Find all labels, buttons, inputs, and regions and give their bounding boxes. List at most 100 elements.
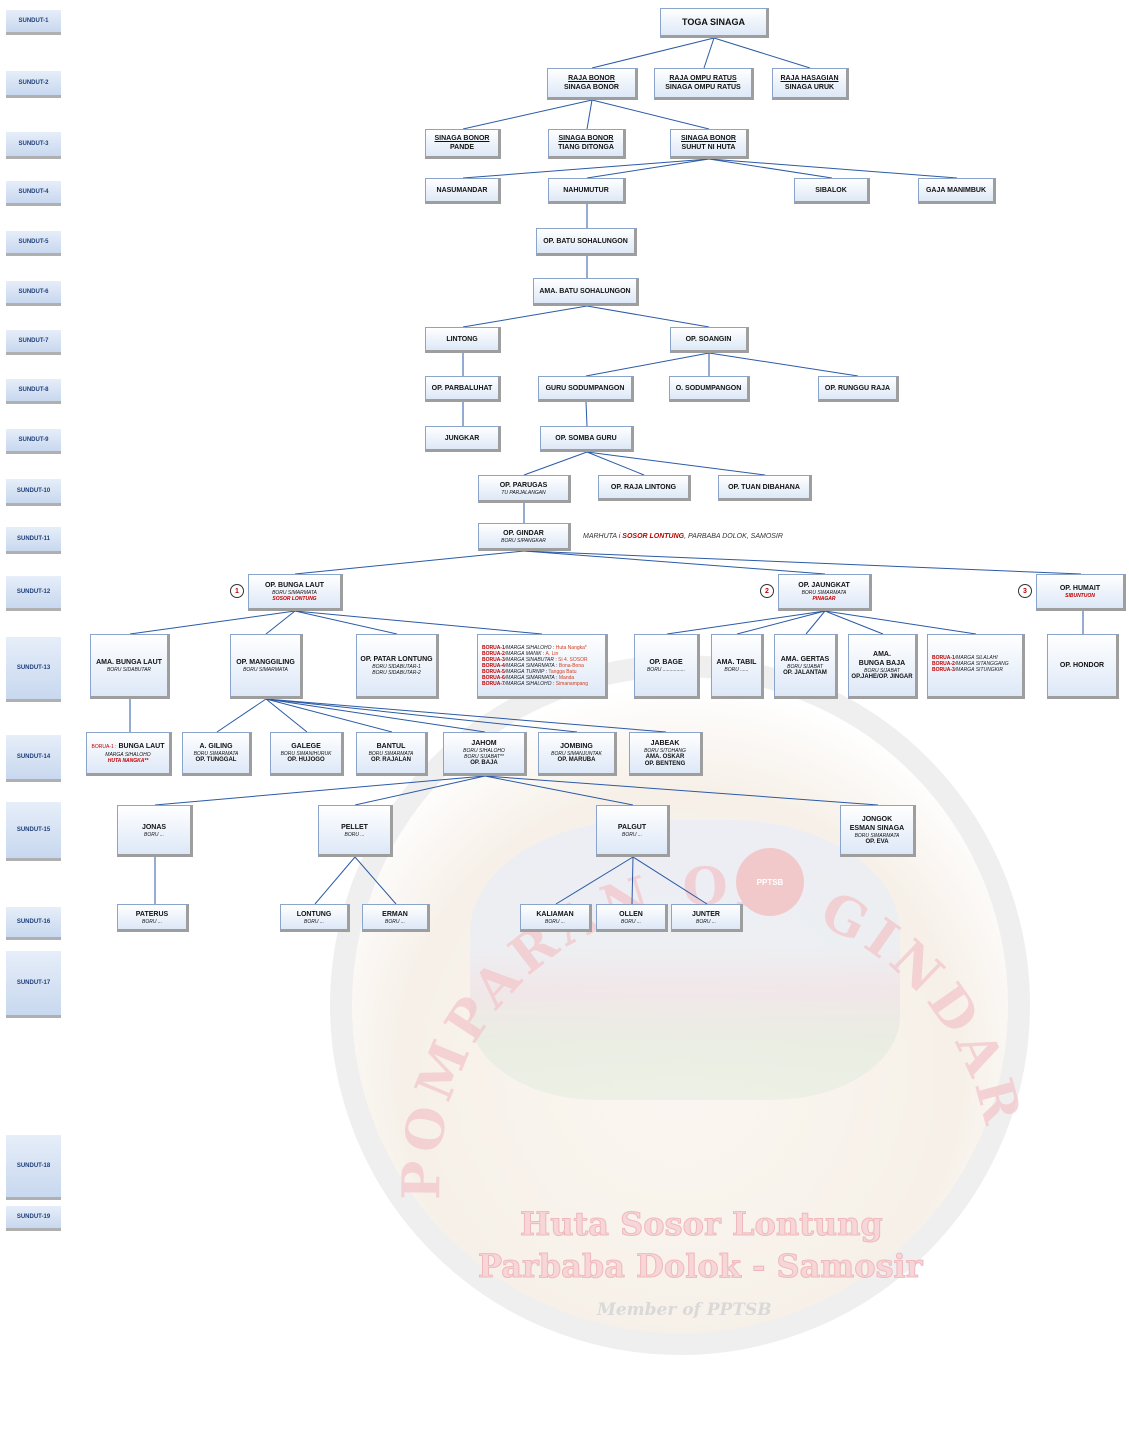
gen-label-6: SUNDUT-6: [6, 280, 61, 306]
gen-label-14: SUNDUT-14: [6, 734, 61, 782]
node-op-batu-sohalungon[interactable]: OP. BATU SOHALUNGON: [536, 228, 637, 256]
boru-item: BORUA-3/MARGA SINABUTAR : Si 4. SOSOR: [482, 656, 588, 663]
node-op-soangin[interactable]: OP. SOANGIN: [670, 327, 749, 353]
gen-label-10: SUNDUT-10: [6, 478, 61, 506]
connector-line: [585, 352, 710, 377]
connector-line: [736, 610, 826, 635]
node-op-somba-guru[interactable]: OP. SOMBA GURU: [540, 426, 634, 452]
node-op-hondor[interactable]: OP. HONDOR: [1047, 634, 1119, 699]
gen-label-15: SUNDUT-15: [6, 801, 61, 861]
node-gaja-manimbuk[interactable]: GAJA MANIMBUK: [918, 178, 996, 204]
boru-ama-bunga-laut[interactable]: BORUA-1 : BUNGA LAUT MARGA SIHALOHO HUTA…: [86, 732, 172, 776]
node-toga-sinaga[interactable]: TOGA SINAGA: [660, 8, 769, 38]
gen-label-7: SUNDUT-7: [6, 329, 61, 355]
connector-line: [586, 451, 645, 476]
boru-item: BORUA-6/MARGA SIMARMATA : Manda: [482, 674, 575, 681]
connector-line: [462, 305, 588, 328]
node-nasumandar[interactable]: NASUMANDAR: [425, 178, 501, 204]
badge-3: 3: [1018, 584, 1032, 598]
gen-label-1: SUNDUT-1: [6, 9, 61, 35]
connector-line: [591, 37, 715, 69]
connector-line: [666, 610, 826, 635]
boru-item: BORUA-2/MARGA SITANGGANG: [932, 661, 1009, 667]
residence-note: MARHUTA i SOSOR LONTUNG, PARBABA DOLOK, …: [583, 533, 783, 540]
watermark-seal: PPTSB: [736, 848, 804, 916]
connector-line: [555, 856, 634, 905]
connector-line: [154, 775, 486, 806]
connector-line: [805, 610, 826, 635]
connector-line: [484, 775, 634, 806]
boru-list-jaungkat: BORUA-1/MARGA SILALAHI BORUA-2/MARGA SIT…: [927, 634, 1025, 699]
gen-label-9: SUNDUT-9: [6, 428, 61, 454]
watermark-region: Parbaba Dolok - Samosir: [478, 1247, 924, 1286]
boru-list-bunga-laut: BORUA-1/MARGA SIHALOHO : Huta Nangka* BO…: [477, 634, 608, 699]
node-sibalok[interactable]: SIBALOK: [794, 178, 870, 204]
node-op-runggu-raja[interactable]: OP. RUNGGU RAJA: [818, 376, 899, 402]
node-op-tuan-dibahana[interactable]: OP. TUAN DIBAHANA: [718, 475, 812, 501]
connector-line: [523, 451, 588, 476]
connector-line: [484, 775, 879, 806]
connector-line: [265, 698, 578, 733]
connector-line: [462, 158, 710, 179]
node-op-parbaluhat[interactable]: OP. PARBALUHAT: [425, 376, 501, 402]
gen-label-13: SUNDUT-13: [6, 636, 61, 702]
node-nahumutur[interactable]: NAHUMUTUR: [548, 178, 626, 204]
node-jungkar[interactable]: JUNGKAR: [425, 426, 501, 452]
connector-line: [265, 698, 393, 733]
connector-line: [585, 401, 588, 427]
boru-item: BORUA-4/MARGA SIMARMATA : Bona-Bona: [482, 662, 584, 669]
connector-line: [708, 352, 859, 377]
connector-line: [703, 37, 715, 69]
watermark-photo: [470, 820, 900, 1100]
connector-line: [586, 99, 593, 130]
node-guru-sodumpangon[interactable]: GURU SODUMPANGON: [538, 376, 634, 402]
gen-label-16: SUNDUT-16: [6, 906, 61, 940]
connector-line: [586, 305, 710, 328]
connector-line: [708, 158, 958, 179]
connector-line: [586, 158, 710, 179]
node-lintong[interactable]: LINTONG: [425, 327, 501, 353]
node-o-sodumpangon[interactable]: O. SODUMPANGON: [669, 376, 750, 402]
gen-label-3: SUNDUT-3: [6, 131, 61, 159]
node-ama-batu-sohalungon[interactable]: AMA. BATU SOHALUNGON: [533, 278, 639, 306]
boru-item: BORUA-7/MARGA SIHALOHO : Simanampang: [482, 680, 588, 687]
connector-line: [713, 37, 811, 69]
node-op-raja-lintong[interactable]: OP. RAJA LINTONG: [598, 475, 691, 501]
connector-line: [265, 610, 296, 635]
gen-label-4: SUNDUT-4: [6, 180, 61, 206]
